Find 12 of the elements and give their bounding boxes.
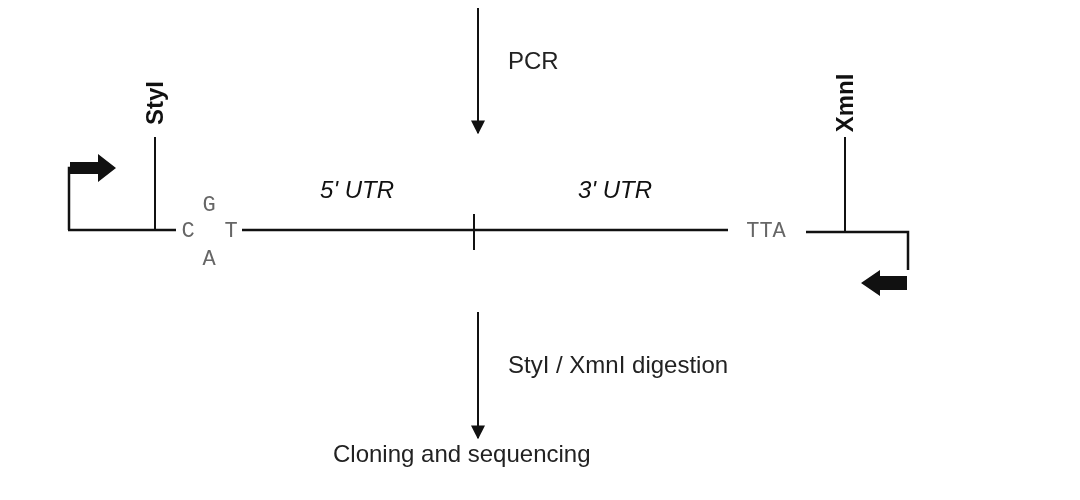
sequence-letter: A xyxy=(202,249,216,271)
restriction-site-label: XmnI xyxy=(833,73,857,133)
sequence-letter: G xyxy=(202,195,216,217)
arrow xyxy=(471,311,485,440)
restriction-site-label: StyI xyxy=(143,81,167,125)
sequence-letter: TTA xyxy=(746,221,786,243)
region-label: 5' UTR xyxy=(320,178,394,202)
sequence-letter: C xyxy=(181,221,195,243)
step-text: Cloning and sequencing xyxy=(333,440,591,467)
region-label: 3' UTR xyxy=(578,178,652,202)
arrow xyxy=(471,7,485,135)
sequence-letter: T xyxy=(224,221,238,243)
